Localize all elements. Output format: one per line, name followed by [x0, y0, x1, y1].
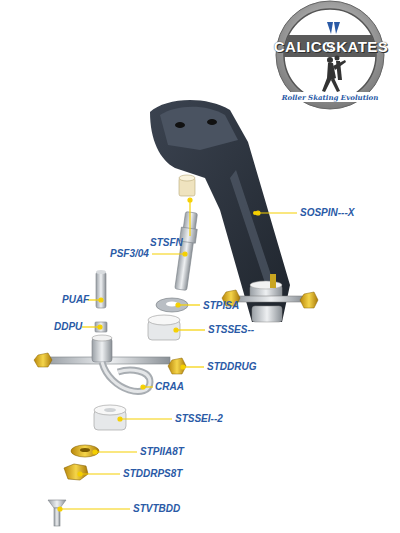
part-code: STVTBDD — [133, 504, 180, 514]
part-code: DDPU — [54, 322, 82, 332]
part-code: STPIIA8T — [140, 447, 184, 457]
part-code: STSSEI--2 — [175, 414, 223, 424]
brand-slogan: Roller Skating Evolution — [282, 94, 379, 101]
part-code: PSF3/04 — [110, 249, 149, 259]
part-code: STSFN — [150, 238, 183, 248]
brand-name: SKATES — [326, 39, 389, 54]
part-code: STDDRUG — [207, 362, 256, 372]
part-code: PUAF — [62, 295, 89, 305]
brand-logo — [276, 1, 384, 109]
part-code: STPISA — [203, 301, 239, 311]
brand-name: CALICO — [274, 39, 335, 54]
exploded-parts — [34, 175, 199, 526]
mounted-truck — [222, 274, 318, 322]
part-code: SOSPIN---X — [300, 208, 354, 218]
part-code: CRAA — [155, 382, 184, 392]
part-code: STDDRPS8T — [123, 469, 182, 479]
skate-plate — [150, 100, 290, 322]
part-code: STSSES-- — [208, 325, 254, 335]
leader-lines — [58, 198, 297, 511]
